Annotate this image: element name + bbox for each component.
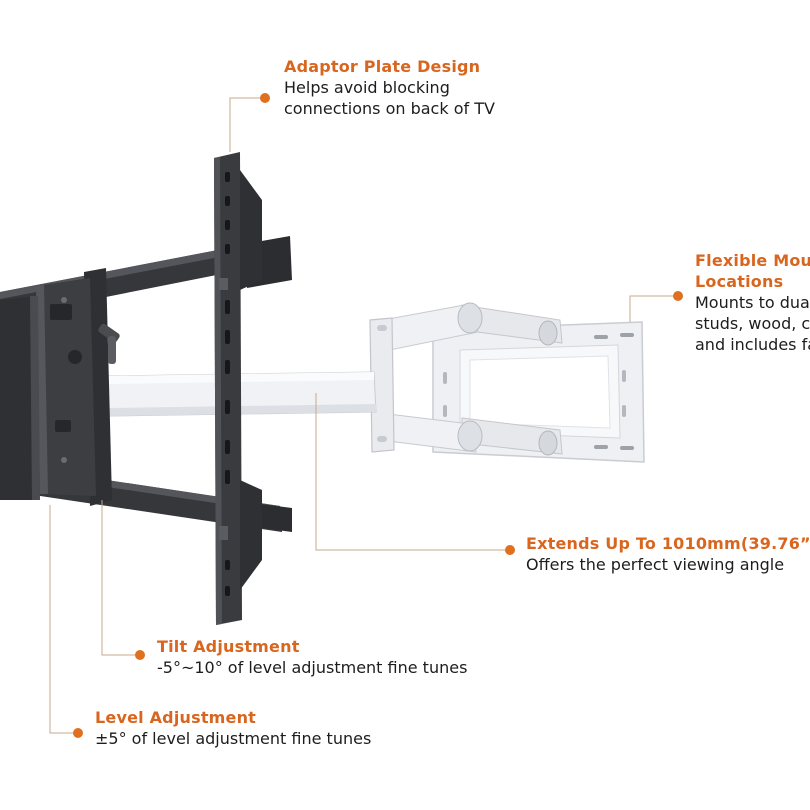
- callout-adaptor-plate: Adaptor Plate Design Helps avoid blockin…: [284, 56, 495, 119]
- callout-title: Adaptor Plate Design: [284, 57, 481, 76]
- callout-desc-line: Offers the perfect viewing angle: [526, 555, 785, 574]
- callout-desc-line: studs, wood, c: [695, 314, 810, 333]
- tilt-marker-dot: [135, 650, 145, 660]
- extension-arm: [107, 371, 377, 417]
- flexible-marker-dot: [673, 291, 683, 301]
- callout-desc-line: Mounts to dua: [695, 293, 810, 312]
- tilt-bracket: [36, 268, 120, 506]
- callout-extends: Extends Up To 1010mm(39.76”) Offers the …: [526, 533, 810, 575]
- side-post: [0, 296, 40, 500]
- leader-lines: [49, 97, 678, 734]
- upper-arm: [371, 302, 563, 353]
- callout-desc-line: -5°~10° of level adjustment fine tunes: [157, 658, 468, 677]
- leader-extends: [315, 393, 510, 551]
- leader-tilt: [101, 500, 140, 656]
- leader-level: [49, 505, 78, 734]
- vertical-adaptor-plate: [214, 152, 262, 625]
- lower-arm: [371, 411, 563, 456]
- callout-title: Extends Up To 1010mm(39.76”): [526, 534, 810, 553]
- level-marker-dot: [73, 728, 83, 738]
- callout-title: Flexible Moun: [695, 251, 810, 270]
- callout-flexible-mount: Flexible Moun Locations Mounts to dua st…: [695, 250, 810, 355]
- callout-desc-line: Helps avoid blocking: [284, 78, 450, 97]
- callout-title: Level Adjustment: [95, 708, 257, 727]
- callout-level-adjustment: Level Adjustment ±5° of level adjustment…: [95, 707, 371, 749]
- callout-title: Locations: [695, 272, 784, 291]
- callout-tilt-adjustment: Tilt Adjustment -5°~10° of level adjustm…: [157, 636, 467, 678]
- extends-marker-dot: [505, 545, 515, 555]
- callout-desc-line: connections on back of TV: [284, 99, 495, 118]
- leader-flexible: [629, 295, 678, 322]
- leader-adaptor: [229, 97, 265, 152]
- adaptor-marker-dot: [260, 93, 270, 103]
- callout-title: Tilt Adjustment: [157, 637, 300, 656]
- callout-desc-line: and includes fa: [695, 335, 810, 354]
- callout-desc-line: ±5° of level adjustment fine tunes: [95, 729, 372, 748]
